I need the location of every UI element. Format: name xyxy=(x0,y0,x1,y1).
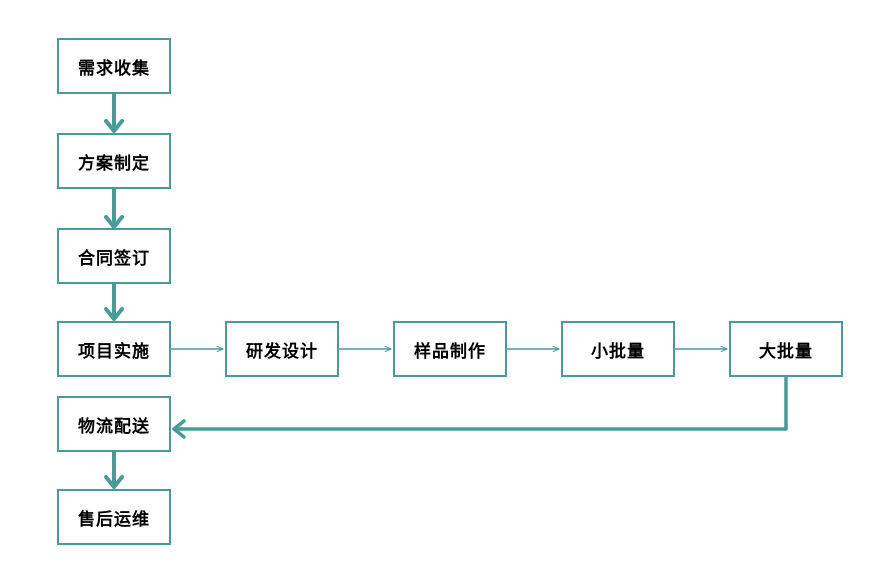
node-small-batch: 小批量 xyxy=(561,321,675,377)
node-sample: 样品制作 xyxy=(393,321,507,377)
node-plan: 方案制定 xyxy=(57,133,171,189)
node-requirements: 需求收集 xyxy=(57,38,171,94)
node-after-sales: 售后运维 xyxy=(57,489,171,545)
arrow-logistics-to-after-sales xyxy=(104,449,124,489)
node-label: 需求收集 xyxy=(78,58,150,79)
node-label: 项目实施 xyxy=(78,341,150,362)
node-label: 合同签订 xyxy=(78,248,150,269)
arrow-plan-to-contract xyxy=(104,186,124,229)
node-large-batch: 大批量 xyxy=(729,321,843,377)
arrow-contract-to-implementation xyxy=(104,280,124,321)
node-label: 方案制定 xyxy=(78,153,150,174)
node-label: 小批量 xyxy=(591,341,645,362)
node-label: 大批量 xyxy=(759,341,813,362)
node-logistics: 物流配送 xyxy=(57,396,171,452)
node-contract: 合同签订 xyxy=(57,228,171,284)
node-rnd-design: 研发设计 xyxy=(225,321,339,377)
node-label: 售后运维 xyxy=(78,509,150,530)
node-label: 研发设计 xyxy=(246,341,318,362)
arrow-requirements-to-plan xyxy=(104,91,124,133)
node-label: 物流配送 xyxy=(78,416,150,437)
node-implementation: 项目实施 xyxy=(57,321,171,377)
arrow-large-batch-to-logistics xyxy=(172,375,788,439)
node-label: 样品制作 xyxy=(414,341,486,362)
